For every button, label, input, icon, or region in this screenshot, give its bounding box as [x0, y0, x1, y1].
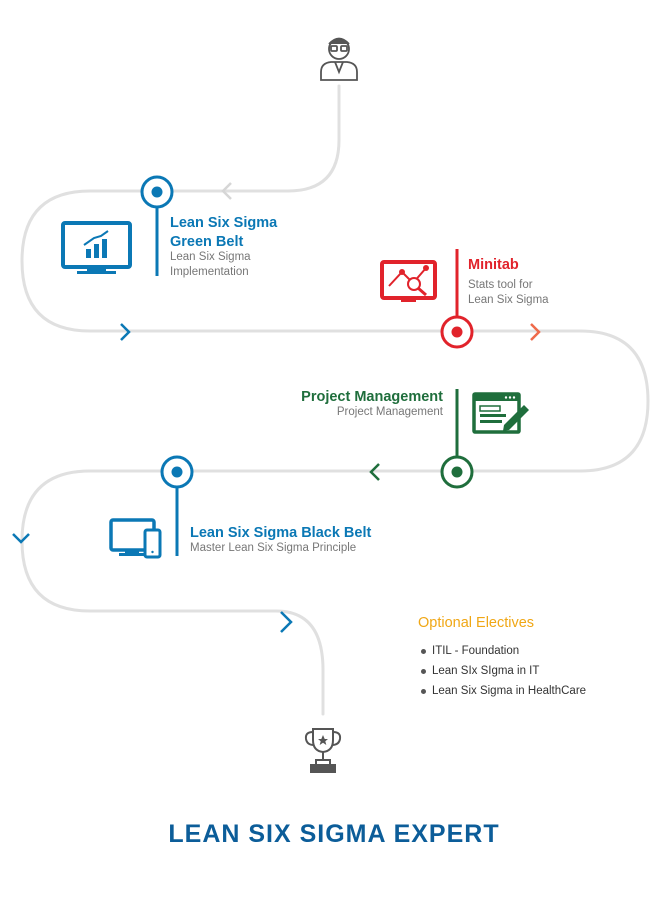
- devices-icon: [109, 518, 162, 559]
- list-item: Lean SIx SIgma in IT: [421, 661, 586, 681]
- step-title-green-belt: Lean Six Sigma Green Belt: [170, 214, 277, 252]
- electives-list: ITIL - Foundation Lean SIx SIgma in IT L…: [421, 641, 586, 701]
- step-subtitle-green-belt: Lean Six Sigma Implementation: [170, 250, 251, 280]
- step-title-minitab: Minitab: [468, 257, 519, 273]
- document-edit-icon: [472, 392, 529, 434]
- chevron-right-icon: [280, 611, 293, 633]
- step-subtitle-line: Lean Six Sigma: [468, 294, 549, 306]
- step-title-line: Green Belt: [170, 234, 244, 250]
- step-subtitle-line: Implementation: [170, 266, 249, 278]
- step-node-green-belt: [140, 175, 174, 276]
- analytics-monitor-icon: [380, 260, 437, 302]
- step-title-black-belt: Lean Six Sigma Black Belt: [190, 525, 372, 541]
- chevron-down-icon: [12, 533, 30, 544]
- step-subtitle-project-management: Project Management: [336, 406, 443, 418]
- step-node-black-belt: [160, 455, 194, 556]
- step-subtitle-line: Stats tool for: [468, 279, 533, 291]
- step-node-minitab: [440, 249, 474, 349]
- step-title-project-management: Project Management: [301, 389, 443, 405]
- trophy-icon: [304, 728, 342, 773]
- roadmap-path: [20, 84, 650, 716]
- step-subtitle-minitab: Stats tool for Lean Six Sigma: [468, 278, 549, 308]
- step-subtitle-black-belt: Master Lean Six Sigma Principle: [190, 542, 357, 554]
- chevron-left-icon: [369, 463, 380, 481]
- person-icon: [320, 37, 358, 81]
- step-title-line: Lean Six Sigma: [170, 215, 278, 231]
- list-item: Lean Six Sigma in HealthCare: [421, 681, 586, 701]
- final-title: LEAN SIX SIGMA EXPERT: [168, 820, 500, 848]
- chevron-right-icon: [530, 323, 541, 341]
- chart-monitor-icon: [61, 221, 132, 274]
- step-node-project-management: [440, 389, 474, 489]
- chevron-left-icon: [221, 182, 232, 200]
- step-subtitle-line: Lean Six Sigma: [170, 251, 251, 263]
- list-item: ITIL - Foundation: [421, 641, 586, 661]
- chevron-right-icon: [120, 323, 131, 341]
- electives-title: Optional Electives: [418, 615, 535, 631]
